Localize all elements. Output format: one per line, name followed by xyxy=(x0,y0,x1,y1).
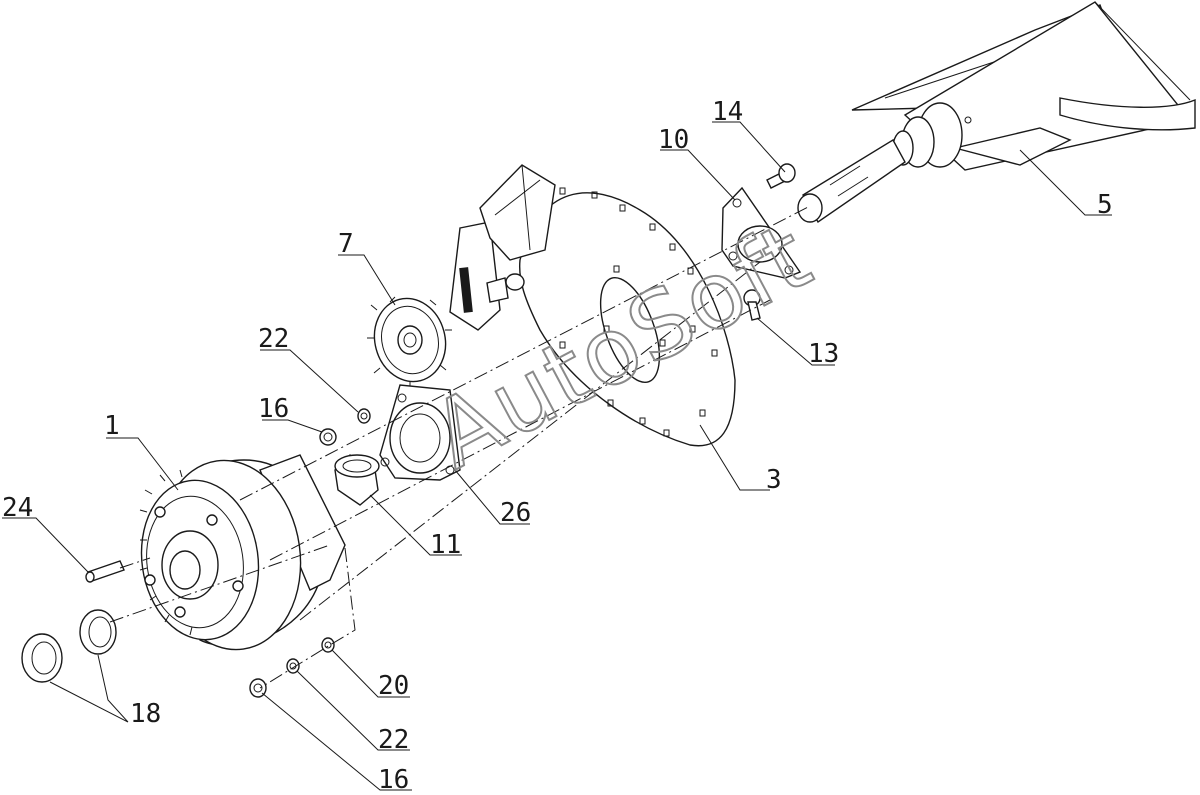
callout-10: 10 xyxy=(658,125,689,155)
part-14-bolt xyxy=(766,163,796,189)
callout-11: 11 xyxy=(430,530,461,560)
callout-3: 3 xyxy=(766,465,782,495)
callout-16-lower: 16 xyxy=(378,765,409,795)
part-13-bolt xyxy=(743,289,761,321)
part-24-pin xyxy=(85,560,125,583)
callout-14: 14 xyxy=(712,97,743,127)
callout-20: 20 xyxy=(378,671,409,701)
part-11-bushing xyxy=(334,454,380,506)
part-26-bearing-housing xyxy=(379,384,461,481)
callout-13: 13 xyxy=(808,339,839,369)
part-22-washer-lower xyxy=(286,658,300,674)
part-20-washer xyxy=(321,637,335,653)
callout-18: 18 xyxy=(130,699,161,729)
part-18-lock-nuts xyxy=(21,609,117,683)
part-3-disk xyxy=(518,187,736,447)
slotted-bracket xyxy=(449,164,556,331)
part-7-sprocket xyxy=(367,296,452,389)
callout-16-upper: 16 xyxy=(258,394,289,424)
callout-22-lower: 22 xyxy=(378,725,409,755)
part-16-nut-lower xyxy=(249,678,267,698)
callout-labels: 1 3 5 7 10 11 13 14 16 16 18 20 22 22 24… xyxy=(2,97,1113,795)
part-1-clutch-hub xyxy=(139,454,346,651)
callout-24: 24 xyxy=(2,493,33,523)
callout-7: 7 xyxy=(338,229,354,259)
callout-5: 5 xyxy=(1097,190,1113,220)
part-16-nut-upper xyxy=(319,428,337,446)
leader-lines xyxy=(2,121,1112,791)
callout-1: 1 xyxy=(104,411,120,441)
callout-22-upper: 22 xyxy=(258,324,289,354)
part-10-flange xyxy=(721,186,802,279)
part-5-shaft xyxy=(797,1,1196,224)
part-22-washer-upper xyxy=(357,408,371,424)
callout-26: 26 xyxy=(500,498,531,528)
centerlines xyxy=(109,205,811,689)
